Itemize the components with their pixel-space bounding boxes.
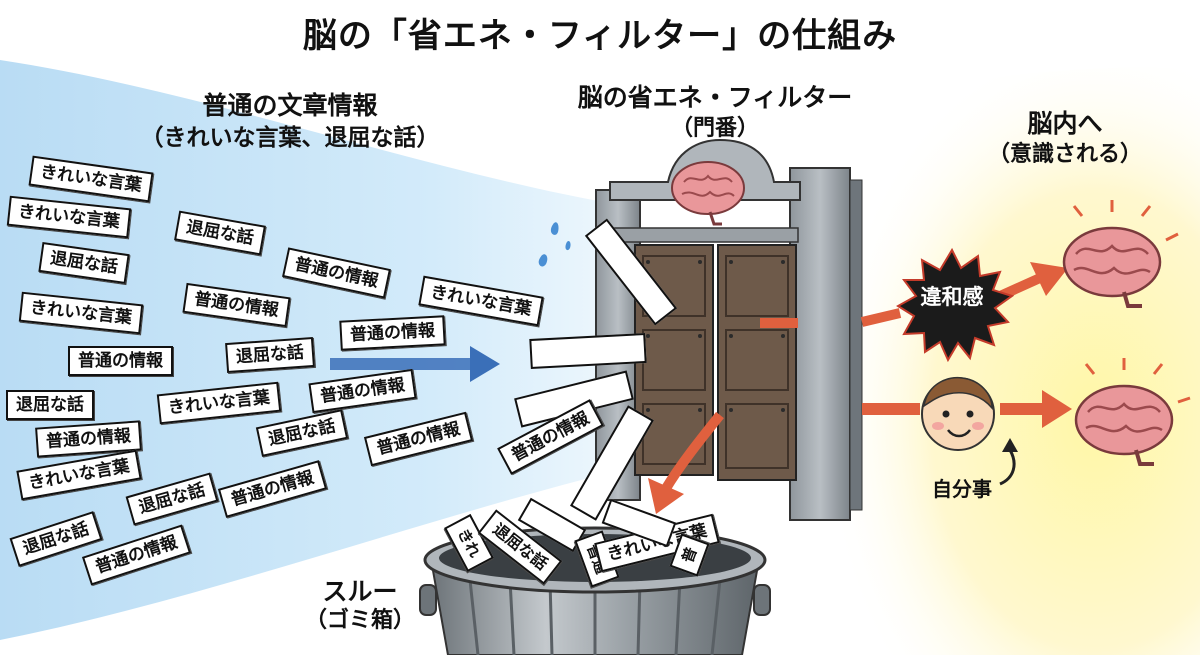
self-curve-arrow-icon <box>999 449 1016 486</box>
gate-subheading: （門番） <box>670 116 759 141</box>
brain-icon <box>1062 200 1179 308</box>
right-subheading: （意識される） <box>987 142 1142 167</box>
self-curve-arrowhead-icon <box>1002 438 1018 452</box>
blank-card <box>529 332 647 370</box>
arrow-anomaly-icon <box>860 262 1068 327</box>
info-card: 退屈な話 <box>225 336 315 374</box>
arrow-from-gate-icon <box>760 318 798 328</box>
arrow-personal-icon <box>862 390 1072 428</box>
gate-heading: 脳の省エネ・フィルター <box>577 83 853 112</box>
starburst-icon <box>896 247 1015 363</box>
consciousness-glow <box>780 67 1200 655</box>
page-title: 脳の「省エネ・フィルター」の仕組み <box>302 16 898 56</box>
left-heading: 普通の文章情報 <box>202 91 378 120</box>
trash-subheading: （ゴミ箱） <box>304 608 415 633</box>
splash-icon <box>538 222 571 267</box>
info-card: 普通の情報 <box>339 315 446 351</box>
flow-arrow-icon <box>330 346 500 382</box>
self-label: 自分事 <box>932 477 992 501</box>
trash-heading: スルー <box>322 577 398 606</box>
gate-brain-icon <box>671 161 745 226</box>
right-heading: 脳内へ <box>1027 109 1103 138</box>
face-icon <box>921 376 995 451</box>
left-subheading: （きれいな言葉、退屈な話） <box>140 125 440 151</box>
info-card: 退屈な話 <box>6 390 94 420</box>
info-card: 普通の情報 <box>68 346 173 376</box>
arrow-to-trash-icon <box>648 411 724 514</box>
anomaly-label: 違和感 <box>920 285 984 309</box>
brain-icon <box>1074 358 1191 466</box>
